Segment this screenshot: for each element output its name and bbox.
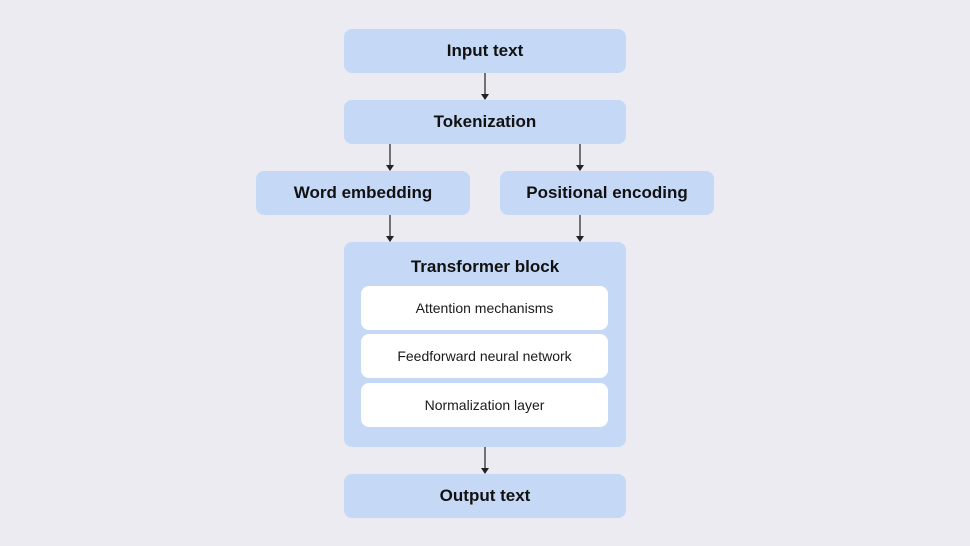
feedforward-network-component: Feedforward neural network bbox=[361, 334, 608, 378]
input-text-node: Input text bbox=[344, 29, 626, 73]
positional-encoding-node: Positional encoding bbox=[500, 171, 714, 215]
normalization-layer-component: Normalization layer bbox=[361, 383, 608, 427]
arrow-tokenization-to-word-embedding bbox=[386, 144, 394, 171]
arrow-tokenization-to-positional-encoding bbox=[576, 144, 584, 171]
tokenization-label: Tokenization bbox=[433, 112, 537, 131]
arrow-positional-encoding-to-transformer bbox=[576, 215, 584, 242]
transformer-block: Transformer block Attention mechanisms F… bbox=[344, 242, 626, 447]
component-label: Normalization layer bbox=[424, 397, 545, 413]
word-embedding-node: Word embedding bbox=[256, 171, 470, 215]
tokenization-node: Tokenization bbox=[344, 100, 626, 144]
arrow-input-to-tokenization bbox=[481, 73, 489, 100]
output-text-node: Output text bbox=[344, 474, 626, 518]
transformer-block-title: Transformer block bbox=[410, 257, 560, 276]
word-embedding-label: Word embedding bbox=[293, 183, 433, 202]
arrow-transformer-to-output bbox=[481, 447, 489, 474]
positional-encoding-label: Positional encoding bbox=[526, 183, 688, 202]
attention-mechanisms-component: Attention mechanisms bbox=[361, 286, 608, 330]
output-text-label: Output text bbox=[439, 486, 531, 505]
arrow-word-embedding-to-transformer bbox=[386, 215, 394, 242]
component-label: Feedforward neural network bbox=[397, 348, 572, 364]
input-text-label: Input text bbox=[446, 41, 524, 60]
component-label: Attention mechanisms bbox=[415, 300, 554, 316]
